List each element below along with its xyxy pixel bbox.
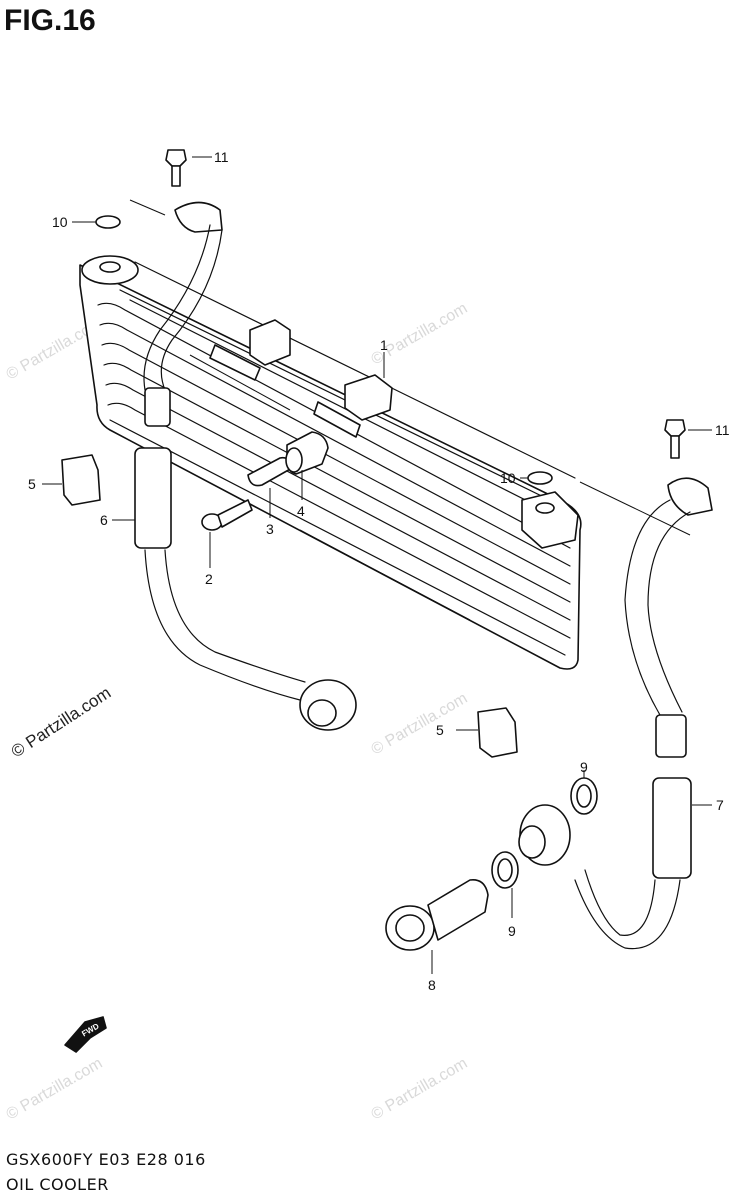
callout-5-right: 5 <box>436 722 444 738</box>
callout-4: 4 <box>297 503 305 519</box>
callout-9-upper: 9 <box>580 759 588 775</box>
watermark-text: © Partzilla.com <box>369 1055 471 1124</box>
watermark-text-dark: © Partzilla.com <box>8 683 114 761</box>
oil-cooler-core <box>79 255 582 670</box>
callout-9-lower: 9 <box>508 923 516 939</box>
model-code: GSX600FY E03 E28 016 <box>6 1150 206 1169</box>
callout-5-left: 5 <box>28 476 36 492</box>
oil-hose-right <box>518 477 713 950</box>
callout-3: 3 <box>266 521 274 537</box>
section-name: OIL COOLER <box>6 1175 109 1194</box>
callout-1: 1 <box>380 337 388 353</box>
callout-6: 6 <box>100 512 108 528</box>
callout-10-right: 10 <box>500 470 516 486</box>
callout-11-left: 11 <box>214 149 229 165</box>
callout-labels: 11 10 1 5 6 2 3 4 10 11 5 9 7 9 8 <box>28 149 730 993</box>
callout-10-left: 10 <box>52 214 68 230</box>
small-parts <box>61 149 686 951</box>
figure-title: FIG.16 <box>4 4 96 37</box>
watermark-text: © Partzilla.com <box>4 1055 106 1124</box>
fwd-arrow-icon: FWD <box>64 1016 107 1053</box>
oil-hose-left <box>134 201 357 731</box>
callout-2: 2 <box>205 571 213 587</box>
callout-leaders <box>42 156 712 974</box>
watermark-text: © Partzilla.com <box>369 690 471 759</box>
callout-11-right: 11 <box>715 422 730 438</box>
callout-7: 7 <box>716 797 724 813</box>
callout-8: 8 <box>428 977 436 993</box>
